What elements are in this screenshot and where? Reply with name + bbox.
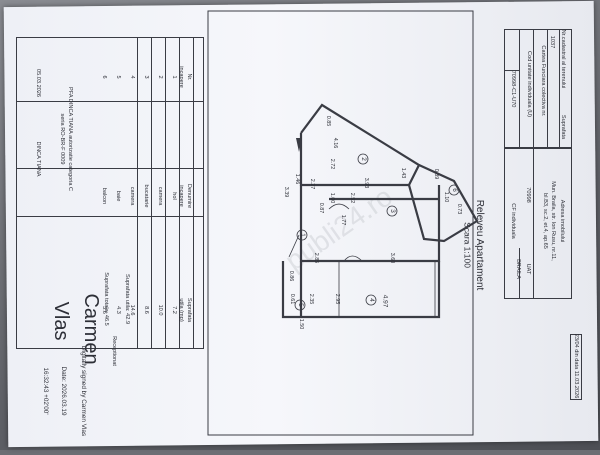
th-nr-2: incapere xyxy=(177,66,183,87)
signature-date: Date: 2026.03.19 xyxy=(60,366,66,415)
room-row-name: baie xyxy=(114,191,120,202)
room-3-number: 3 xyxy=(389,209,395,213)
company-line: PFA DINCA TIANA autorizatie categoria C xyxy=(66,87,72,191)
room-row-nr: 6 xyxy=(100,75,106,78)
room-row-nr: 1 xyxy=(170,75,176,78)
room-row-nr: 5 xyxy=(114,75,120,78)
room-row-name: camera xyxy=(156,187,162,206)
room-6-walls xyxy=(409,165,477,241)
th-name-2: incapere xyxy=(177,185,183,206)
dim-0-61: 0.61 xyxy=(289,294,295,305)
dim-4-16: 4.16 xyxy=(332,138,338,149)
dim-1-77: 1.77 xyxy=(340,215,346,226)
room-1-number: 1 xyxy=(299,233,305,237)
dim-0-89: 0.89 xyxy=(433,169,439,180)
dim-0-73: 0.73 xyxy=(456,204,462,215)
dim-0-85: 0.85 xyxy=(325,116,331,127)
room-5-number: 5 xyxy=(297,303,303,307)
room-row-area: 10.0 xyxy=(156,305,162,316)
dim-3-93: 3.93 xyxy=(363,178,369,189)
signer-name: DINCA TIANA xyxy=(34,142,40,177)
total-util: Suprafata utila: 42.9 xyxy=(123,274,129,324)
company-serie: seria RO-BR-F 0009 xyxy=(58,114,64,165)
signature-last: Vlas xyxy=(51,302,71,341)
room-row-area: 7.2 xyxy=(170,306,176,314)
dim-0-87: 0.87 xyxy=(318,203,324,214)
dim-1-00: 1.00 xyxy=(329,193,335,204)
dim-3-39: 3.39 xyxy=(283,187,289,198)
received-label: Receptionat xyxy=(110,336,116,366)
room-row-area: 8.6 xyxy=(142,306,148,314)
room-4-number: 4 xyxy=(368,298,374,302)
th-area: Suprafata xyxy=(185,298,191,322)
entry-arrow-line xyxy=(289,235,299,257)
signature-time: 16:32:43 +02'00' xyxy=(42,367,48,414)
dim-2-72: 2.72 xyxy=(329,159,335,170)
room-row-nr: 2 xyxy=(156,75,162,78)
room-row-nr: 3 xyxy=(142,75,148,78)
room-row-name: hol xyxy=(170,192,176,199)
room-row-nr: 4 xyxy=(128,75,134,78)
room-4-walls xyxy=(283,261,439,317)
dim-2-52: 2.52 xyxy=(349,193,355,204)
dim-1-46: 1.46 xyxy=(294,174,300,185)
digitally-signed: Digitally signed by Carmen Vlas xyxy=(80,346,86,436)
room-row-name: camera xyxy=(128,187,134,206)
th-name: Denumire xyxy=(185,184,191,208)
dim-2-85: 2.85 xyxy=(313,253,319,264)
dim-1-50: 1.50 xyxy=(298,319,304,330)
dim-1-10: 1.10 xyxy=(443,192,449,203)
dim-3-60: 3.60 xyxy=(389,253,395,264)
room-row-name: balcon xyxy=(100,188,106,204)
room-row-area: 4.3 xyxy=(114,306,120,314)
doc-date: 05.03.2026 xyxy=(34,69,40,97)
room-6-number: 6 xyxy=(451,188,457,192)
room-2-number: 2 xyxy=(360,157,366,161)
th-area-2: utila (mp) xyxy=(177,298,183,321)
total-area: Suprafata totala: 46.5 xyxy=(102,272,108,326)
document-paper: publi24.ro Nr.cadastral al terenului 103… xyxy=(4,1,599,447)
door-arc xyxy=(329,204,349,209)
dim-1-43: 1.43 xyxy=(400,168,406,179)
dim-2-35: 2.35 xyxy=(308,294,314,305)
dim-2-95: 2.95 xyxy=(334,294,340,305)
th-nr: Nr. xyxy=(185,73,191,80)
room-3-walls xyxy=(301,185,439,261)
room-4-area: 4.97 xyxy=(382,295,389,308)
dim-2-27: 2.27 xyxy=(309,179,315,190)
dim-0-86: 0.86 xyxy=(288,271,294,282)
room-row-name: bucatarie xyxy=(142,185,148,208)
